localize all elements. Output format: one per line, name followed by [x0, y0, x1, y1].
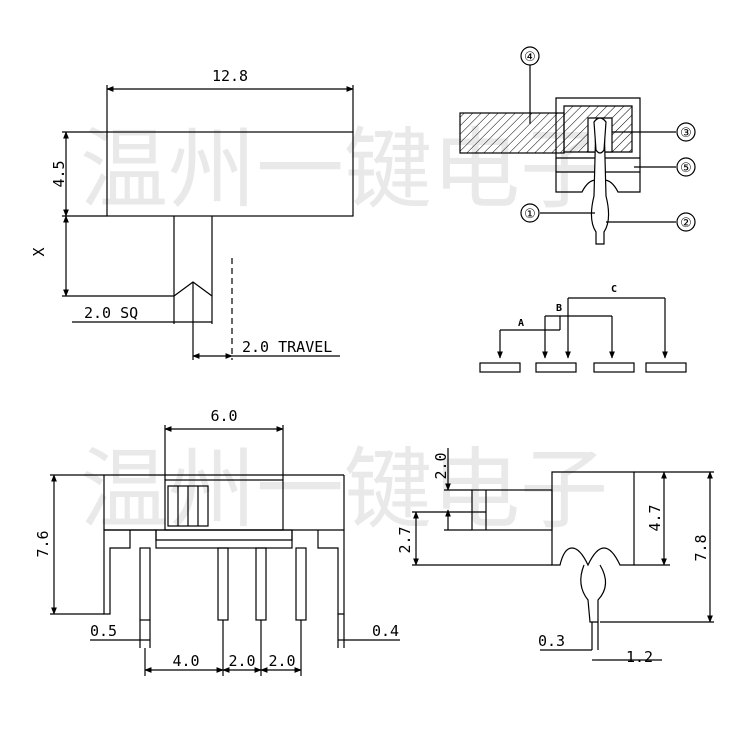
dim-height-total: 7.6: [34, 530, 52, 557]
dim-travel: 2.0 TRAVEL: [242, 338, 332, 356]
cross-section: [459, 46, 696, 245]
schematic: [479, 297, 687, 373]
dim-actuator-h: 2.0: [432, 452, 450, 479]
dim-pin-t: 0.3: [538, 632, 565, 650]
dim-body-h: 4.7: [646, 504, 664, 531]
dim-height: 4.5: [50, 160, 68, 187]
side-view: [412, 448, 714, 661]
slider-part: [459, 112, 565, 154]
dim-actuator-sq: 2.0 SQ: [84, 304, 138, 322]
dim-offset: 2.7: [396, 526, 414, 553]
dim-pitch-a: 4.0: [172, 652, 199, 670]
dim-width-top: 6.0: [210, 407, 237, 425]
dim-pitch-c: 2.0: [268, 652, 295, 670]
callout-4: ④: [524, 50, 536, 65]
callout-1: ①: [524, 207, 536, 222]
top-view: [62, 85, 354, 360]
top-view-body: [106, 131, 354, 217]
dim-length: 12.8: [212, 67, 248, 85]
dim-pin-w: 1.2: [626, 648, 653, 666]
front-view: [50, 425, 400, 676]
schematic-b: B: [556, 303, 562, 314]
dim-total-h: 7.8: [692, 534, 710, 561]
callout-5: ⑤: [680, 161, 692, 176]
callout-3: ③: [680, 126, 692, 141]
dim-tab-right: 0.4: [372, 622, 399, 640]
schematic-c: C: [611, 284, 617, 295]
dim-tab-left: 0.5: [90, 622, 117, 640]
dim-x: X: [30, 247, 48, 256]
dim-pitch-b: 2.0: [228, 652, 255, 670]
schematic-a: A: [518, 318, 524, 329]
callout-2: ②: [680, 216, 692, 231]
